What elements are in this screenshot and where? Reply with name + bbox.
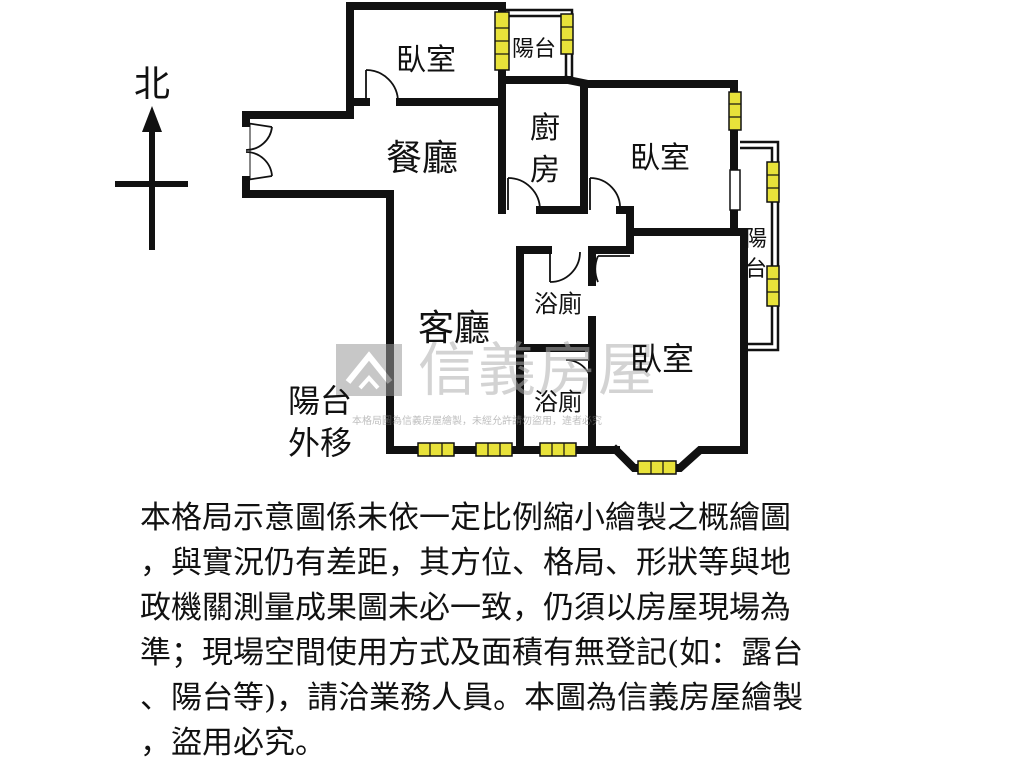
label-bath-1: 浴廁 (534, 290, 582, 318)
watermark-notice: 本格局圖為信義房屋繪製，未經允許請勿盜用，違者必究 (352, 414, 602, 427)
window (560, 13, 574, 55)
balcony-door (729, 169, 741, 211)
door-bedroom-bottom (594, 255, 630, 283)
disclaimer-line: ，盜用必究。 (140, 725, 326, 761)
watermark-brand: 信義房屋 (418, 336, 658, 404)
compass-arrowhead (142, 106, 162, 132)
window (728, 91, 742, 131)
door-kitchen (507, 177, 541, 211)
door-bath-2 (565, 359, 593, 387)
label-kitchen-2: 房 (530, 153, 560, 188)
label-balcony-moved-1: 陽台 (288, 382, 352, 420)
disclaimer: 本格局示意圖係未依一定比例縮小繪製之概繪圖 ，與實況仍有差距，其方位、格局、形狀… (140, 496, 910, 766)
north-label: 北 (134, 64, 170, 105)
disclaimer-line: 準；現場空間使用方式及面積有無登記(如：露台 (140, 635, 804, 671)
floor-plan: 北 (115, 2, 780, 475)
window (475, 442, 513, 457)
walls (242, 2, 748, 472)
room-labels: 臥室 陽台 餐廳 廚 房 臥室 陽 台 浴廁 客廳 臥室 浴廁 陽台 外移 (288, 37, 767, 462)
label-kitchen-1: 廚 (530, 111, 560, 146)
label-balcony-right-2: 台 (745, 257, 767, 282)
label-bedroom-bottom: 臥室 (630, 340, 694, 378)
door-bath-1 (549, 250, 581, 283)
label-living: 客廳 (418, 308, 490, 349)
label-bedroom-top: 臥室 (396, 43, 456, 78)
label-balcony-right-1: 陽 (745, 227, 767, 252)
disclaimer-line: ，與實況仍有差距，其方位、格局、形狀等與地 (140, 545, 791, 581)
window (417, 442, 455, 457)
label-bedroom-right: 臥室 (630, 141, 690, 176)
watermark: 信義房屋 本格局圖為信義房屋繪製，未經允許請勿盜用，違者必究 (336, 336, 658, 427)
label-bath-2: 浴廁 (534, 388, 582, 416)
window (766, 161, 780, 203)
disclaimer-line: 政機關測量成果圖未必一致，仍須以房屋現場為 (140, 590, 791, 626)
door-bedroom-top (365, 69, 399, 103)
window (539, 442, 577, 457)
door-swings (245, 69, 630, 387)
north-compass: 北 (115, 64, 188, 250)
label-balcony-moved-2: 外移 (288, 424, 352, 462)
window (637, 460, 677, 475)
window (766, 265, 780, 307)
window-mullions (429, 26, 779, 474)
disclaimer-line: 、陽台等)，請洽業務人員。本圖為信義房屋繪製 (140, 680, 804, 716)
door-entry (245, 122, 273, 181)
label-balcony-top: 陽台 (512, 37, 556, 62)
disclaimer-line: 本格局示意圖係未依一定比例縮小繪製之概繪圖 (140, 500, 791, 536)
door-bedroom-right (589, 177, 621, 211)
brand-logo (336, 344, 402, 396)
label-dining: 餐廳 (386, 138, 458, 179)
